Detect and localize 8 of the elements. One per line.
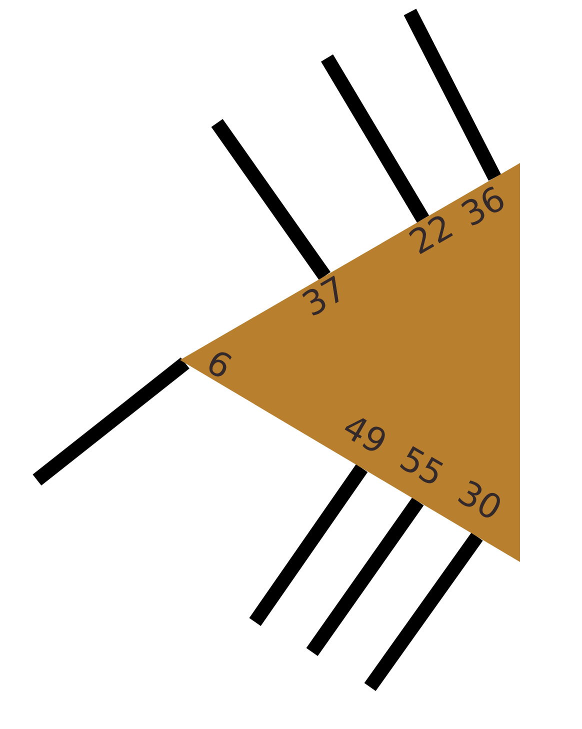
number-label: 36 [456, 181, 511, 233]
number-label: 30 [452, 475, 507, 527]
number-label: 37 [297, 271, 352, 323]
number-label: 6 [200, 344, 237, 386]
number-label: 22 [404, 209, 459, 261]
triangle-shape [180, 163, 520, 562]
number-label: 55 [394, 441, 449, 493]
number-label: 49 [337, 409, 392, 461]
